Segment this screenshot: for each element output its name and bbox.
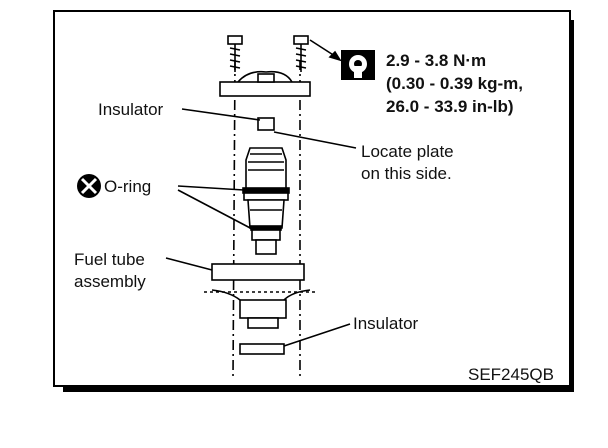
lower-insulator [239,343,285,355]
left-bolt [227,35,243,72]
fuel-injector [243,147,289,255]
torque-wrench-icon [341,50,375,80]
label-locate-plate-2: on this side. [361,164,452,183]
lower-o-ring [250,225,282,231]
torque-spec-3: 26.0 - 33.9 in-lb) [386,97,514,116]
fuel-tube-assembly [204,263,318,329]
right-bolt [293,35,309,72]
frame-shadow-right [571,20,574,392]
leader-insulator-top [181,108,261,121]
leader-insulator-bottom [283,323,351,347]
label-fuel-tube-1: Fuel tube [74,250,145,269]
leader-fuel-tube [165,257,213,271]
upper-insulator [257,117,275,131]
label-fuel-tube-2: assembly [74,272,146,291]
leader-oring-lower [177,189,255,231]
label-insulator-top: Insulator [98,100,164,119]
torque-leader-arrow [328,50,342,62]
label-locate-plate-1: Locate plate [361,142,454,161]
upper-o-ring [242,187,290,194]
left-axis-line [232,59,236,379]
diagram-frame [53,10,571,387]
label-o-ring: O-ring [104,177,152,196]
locate-plate [219,70,311,97]
leader-oring-upper [177,185,245,191]
torque-spec-1: 2.9 - 3.8 N·m [386,51,487,70]
no-reuse-icon [77,174,101,198]
leader-locate-plate [273,131,357,149]
frame-shadow-bottom [63,387,573,392]
label-insulator-bottom: Insulator [353,314,419,333]
figure-code: SEF245QB [468,365,554,384]
torque-spec-2: (0.30 - 0.39 kg-m, [386,74,524,93]
